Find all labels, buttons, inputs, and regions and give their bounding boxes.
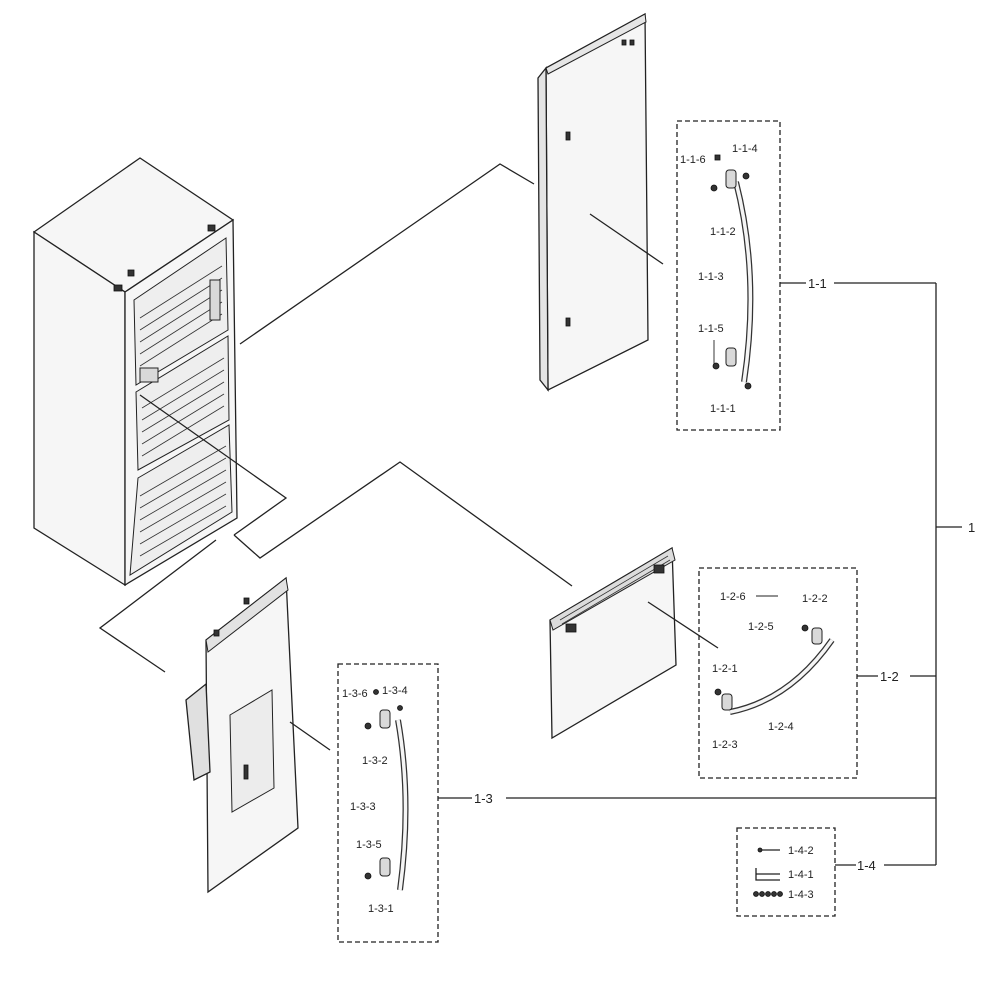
handle-group-1-1: 1-1-6 1-1-4 1-1-2 1-1-3 1-1-5 1-1-1 (676, 120, 781, 431)
label-1: 1 (968, 520, 975, 535)
handle-group-1-3: 1-3-6 1-3-4 1-3-2 1-3-3 1-3-5 1-3-1 (337, 663, 439, 943)
label-1-2-3: 1-2-3 (712, 739, 738, 751)
label-1-4-3: 1-4-3 (788, 889, 814, 901)
label-1-2-6: 1-2-6 (720, 591, 746, 603)
label-1-1-4: 1-1-4 (732, 143, 758, 155)
refrigerator-cabinet (32, 157, 238, 587)
screw-group-1-4: 1-4-2 1-4-1 1-4-3 (736, 827, 836, 917)
label-1-1-3: 1-1-3 (698, 271, 724, 283)
assembly-tree: 1-1 1 1-2 1-3 1-4 (438, 276, 975, 873)
label-1-2-2: 1-2-2 (802, 593, 828, 605)
label-1-3-4: 1-3-4 (382, 685, 408, 697)
label-1-2: 1-2 (880, 669, 899, 684)
label-1-3-3: 1-3-3 (350, 801, 376, 813)
freezer-door-1-1 (537, 12, 649, 392)
label-1-2-5: 1-2-5 (748, 621, 774, 633)
label-1-3-5: 1-3-5 (356, 839, 382, 851)
label-1-3: 1-3 (474, 791, 493, 806)
label-1-4-2: 1-4-2 (788, 845, 814, 857)
label-1-3-6: 1-3-6 (342, 688, 368, 700)
label-1-1-1: 1-1-1 (710, 403, 736, 415)
label-1-1-5: 1-1-5 (698, 323, 724, 335)
label-1-2-4: 1-2-4 (768, 721, 794, 733)
label-1-1-2: 1-1-2 (710, 226, 736, 238)
handle-group-1-2: 1-2-6 1-2-2 1-2-5 1-2-1 1-2-3 1-2-4 (698, 567, 858, 779)
fresh-door-1-2 (549, 546, 677, 740)
label-1-3-1: 1-3-1 (368, 903, 394, 915)
label-1-1: 1-1 (808, 276, 827, 291)
label-1-3-2: 1-3-2 (362, 755, 388, 767)
label-1-4: 1-4 (857, 858, 876, 873)
label-1-1-6: 1-1-6 (680, 154, 706, 166)
connector-lines (98, 163, 719, 751)
drawer-door-1-3 (185, 576, 299, 894)
label-1-2-1: 1-2-1 (712, 663, 738, 675)
label-1-4-1: 1-4-1 (788, 869, 814, 881)
